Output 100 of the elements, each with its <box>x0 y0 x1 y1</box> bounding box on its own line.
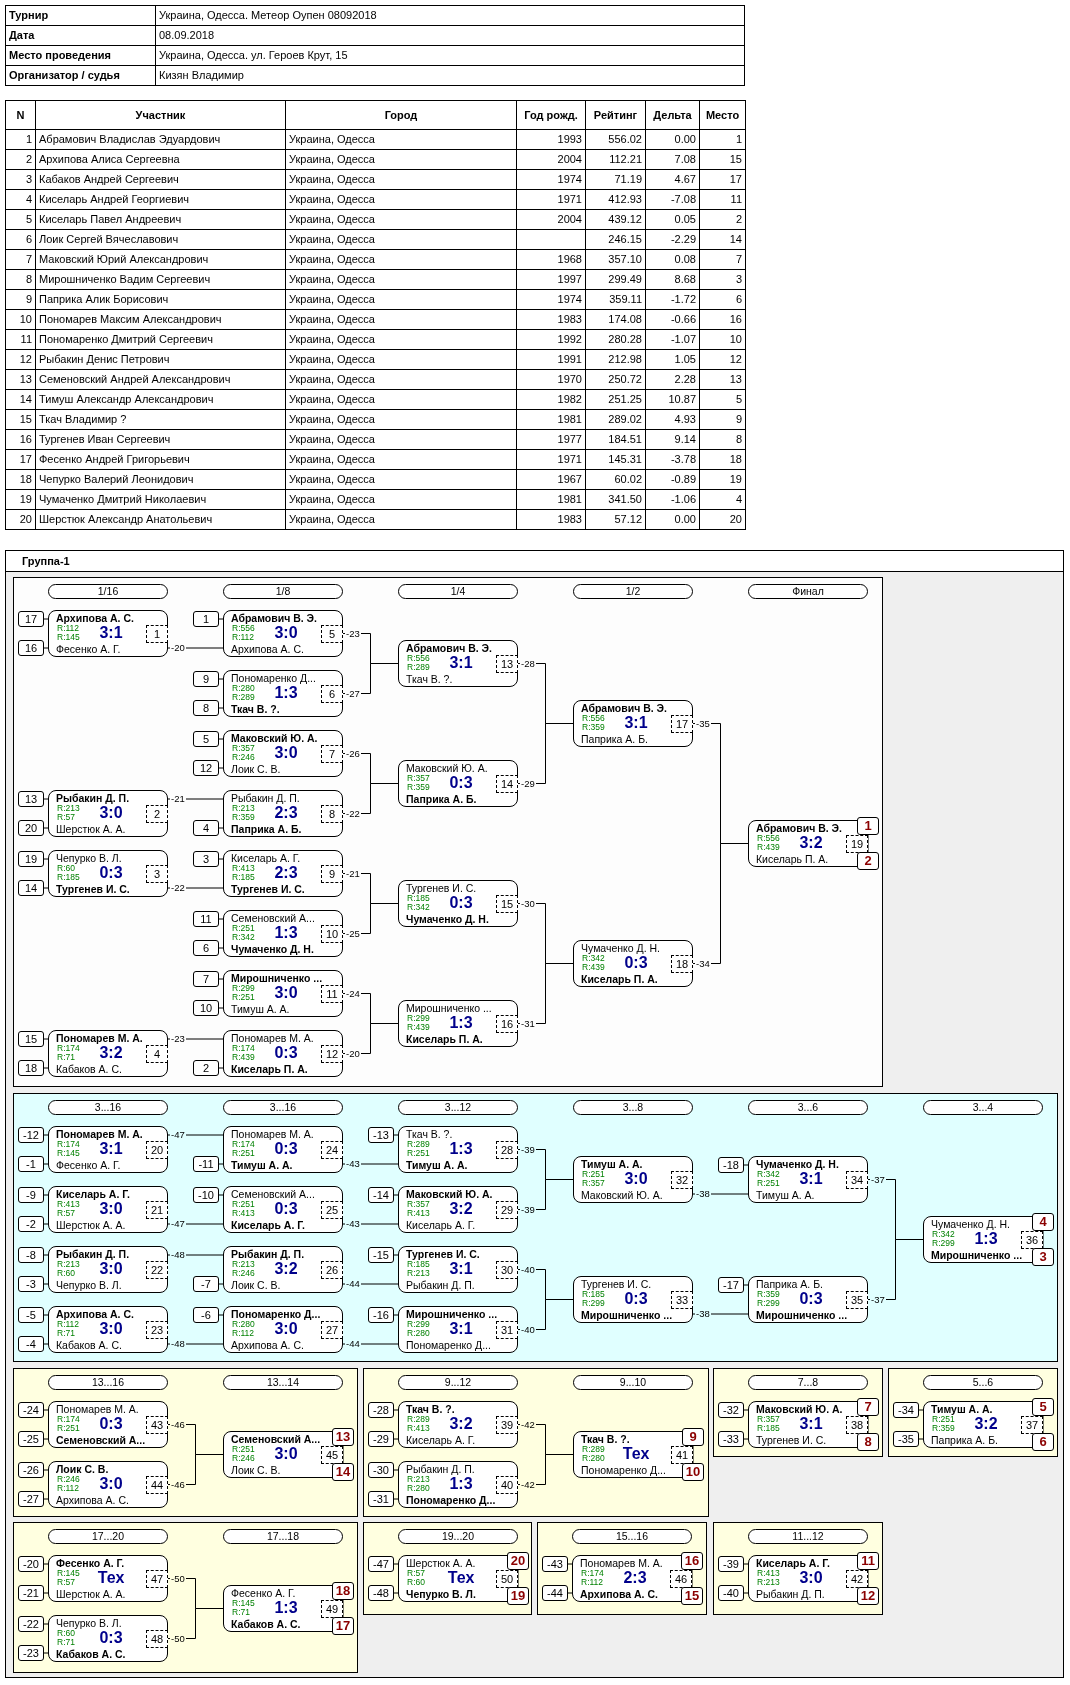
player-rating: R:342 <box>407 903 430 912</box>
match-score: 0:3 <box>799 1289 823 1308</box>
player-rating: R:251 <box>407 1149 430 1158</box>
player-rating: R:299 <box>582 1299 605 1308</box>
match-card <box>223 910 343 957</box>
final-place: 8 <box>857 1433 879 1451</box>
player-rating: R:213 <box>232 804 255 813</box>
match-score: 3:1 <box>449 1260 473 1278</box>
connector-line <box>393 1409 399 1411</box>
bracket-panel <box>363 1368 709 1517</box>
connector-line <box>43 1038 49 1040</box>
connector-line <box>867 1415 869 1434</box>
player-rating: R:71 <box>232 1608 250 1617</box>
connector-line <box>43 858 49 860</box>
player-name: Пономарев М. А. <box>231 1032 314 1044</box>
round-header: 1/4 <box>398 584 518 599</box>
bracket-panel <box>13 577 883 1087</box>
match-score: 3:0 <box>274 1320 298 1338</box>
player-name: Рыбакин Д. П. <box>56 792 130 804</box>
connector-line <box>43 1223 49 1225</box>
final-place: 17 <box>332 1617 354 1635</box>
player-rating: R:359 <box>407 783 430 792</box>
match-number: 43 <box>146 1416 168 1434</box>
match-number: 34 <box>846 1171 868 1189</box>
match-score: 3:2 <box>99 1044 123 1062</box>
player-name: Ткач В. ?. <box>231 703 280 715</box>
match-score: 2:3 <box>623 1569 647 1587</box>
connector-line <box>393 1592 399 1594</box>
player-name: Тимуш А. А. <box>581 1158 643 1170</box>
match-number: 16 <box>496 1015 518 1033</box>
edge-label: -29 <box>520 778 536 789</box>
player-rating: R:174 <box>57 1044 80 1053</box>
match-number: 23 <box>146 1321 168 1339</box>
connector-line <box>43 1134 49 1136</box>
player-name: Лоик С. В. <box>56 1463 109 1475</box>
player-name: Паприка А. Б. <box>231 823 302 835</box>
connector-line <box>691 1569 693 1588</box>
player-rating: R:246 <box>232 1454 255 1463</box>
match-score: 3:0 <box>624 1169 648 1188</box>
player-rating: R:112 <box>57 1320 80 1329</box>
player-rating: R:280 <box>407 1329 430 1338</box>
match-score: 3:2 <box>274 1260 298 1278</box>
bracket-panel <box>713 1368 883 1457</box>
match-score: 3:0 <box>99 1200 123 1218</box>
connector-line <box>342 783 399 814</box>
player-rating: R:439 <box>582 963 605 972</box>
seed-number: -35 <box>893 1431 919 1447</box>
edge-label: -43 <box>345 1219 361 1229</box>
seed-number: -47 <box>368 1556 394 1572</box>
final-place: 7 <box>857 1398 879 1416</box>
match-number: 11 <box>321 985 343 1003</box>
player-rating: R:251 <box>232 1149 255 1158</box>
player-rating: R:246 <box>232 753 255 762</box>
player-rating: R:185 <box>582 1290 605 1299</box>
connector-line <box>43 887 49 889</box>
seed-number: -31 <box>368 1491 394 1507</box>
seed-number: 13 <box>18 791 44 807</box>
connector-line <box>743 1164 749 1166</box>
player-rating: R:112 <box>57 624 80 633</box>
edge-label: -44 <box>345 1279 361 1289</box>
match-score: 3:0 <box>99 1260 123 1278</box>
player-name: Лоик С. В. <box>231 763 281 775</box>
match-card <box>48 1186 168 1233</box>
player-rating: R:359 <box>582 723 605 732</box>
match-number: 20 <box>146 1141 168 1159</box>
player-rating: R:556 <box>757 834 780 843</box>
final-place: 11 <box>857 1552 879 1570</box>
connector-line <box>393 1469 399 1471</box>
seed-number: -8 <box>18 1247 44 1263</box>
player-rating: R:556 <box>232 624 255 633</box>
connector-line <box>218 978 224 980</box>
player-rating: R:556 <box>407 654 430 663</box>
player-name: Рыбакин Д. П. <box>756 1588 825 1600</box>
connector-line <box>218 858 224 860</box>
player-rating: R:60 <box>407 1578 425 1587</box>
player-rating: R:251 <box>232 993 255 1002</box>
match-score: 1:3 <box>274 1598 298 1617</box>
round-header: Финал <box>748 584 868 599</box>
match-number: 45 <box>321 1446 343 1464</box>
final-place: 1 <box>857 817 879 835</box>
player-rating: R:57 <box>57 1578 75 1587</box>
player-rating: R:289 <box>407 1415 430 1424</box>
connector-line <box>517 963 574 1024</box>
edge-label: -34 <box>695 958 711 969</box>
round-header: 3...16 <box>223 1100 343 1115</box>
match-card <box>223 790 343 837</box>
final-place: 10 <box>682 1463 704 1481</box>
player-name: Ткач В. ?. <box>581 1433 630 1445</box>
player-name: Паприка А. Б. <box>931 1434 998 1446</box>
player-name: Фесенко А. Г. <box>56 1557 125 1569</box>
edge-label: -40 <box>520 1264 536 1275</box>
match-score: 3:0 <box>799 1569 823 1587</box>
edge-label: -20 <box>170 643 186 653</box>
player-name: Архипова А. С. <box>580 1588 658 1600</box>
seed-number: -20 <box>18 1556 44 1572</box>
player-rating: R:251 <box>232 924 255 933</box>
connector-line <box>43 1623 49 1625</box>
player-rating: R:185 <box>407 1260 430 1269</box>
player-name: Рыбакин Д. П. <box>231 1248 305 1260</box>
edge-label: -26 <box>345 748 361 759</box>
